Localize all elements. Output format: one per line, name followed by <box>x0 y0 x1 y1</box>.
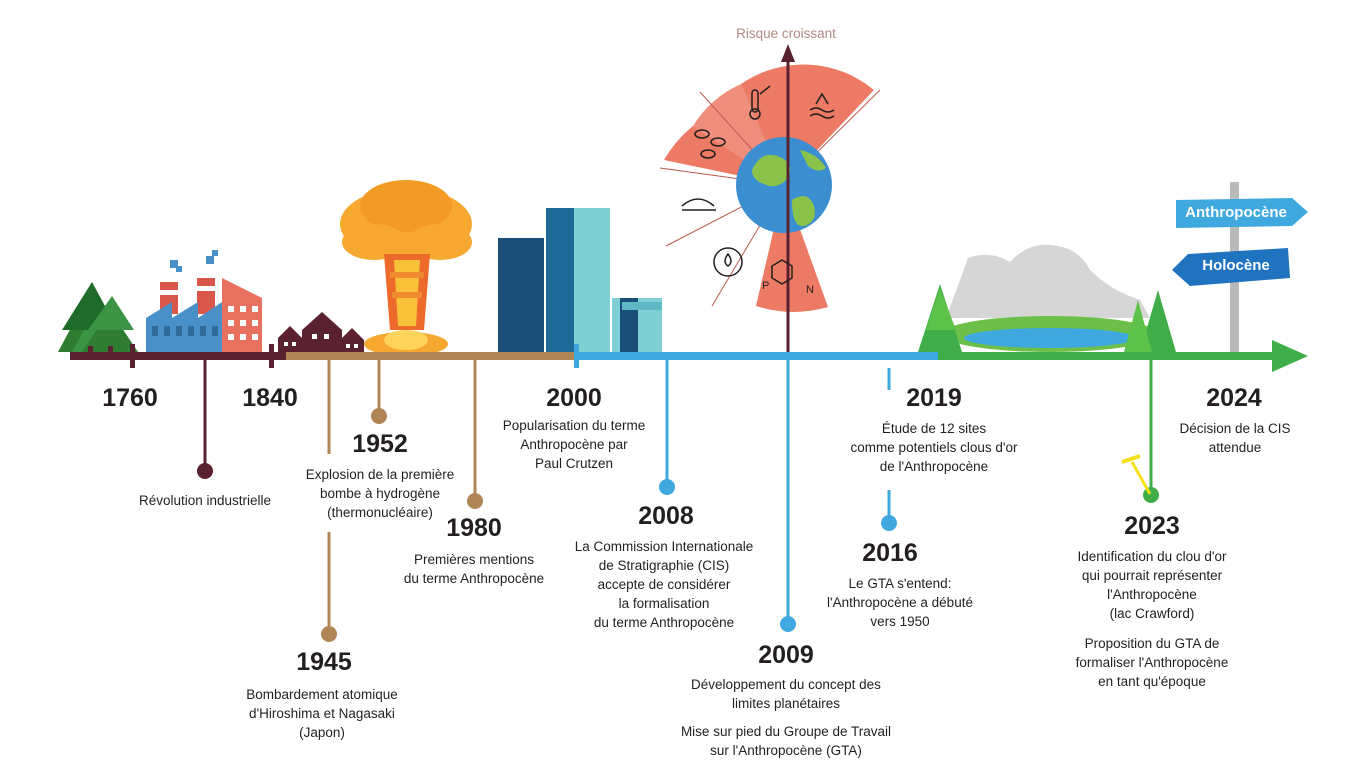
event-description: Révolution industrielle <box>138 493 272 508</box>
mushroom-cloud-icon <box>340 180 472 356</box>
golden-spike-icon <box>1121 454 1152 495</box>
ocean-acidification-icon <box>809 92 835 119</box>
land-use-icon <box>681 198 716 211</box>
lake-landscape-icon <box>918 244 1176 352</box>
event-year: 2000 <box>546 384 602 412</box>
thermometer-icon <box>749 85 771 120</box>
sign-anthropocene: Anthropocène <box>1185 204 1287 221</box>
event-description: Bombardement atomique d'Hiroshima et Nag… <box>246 687 398 740</box>
sign-holocene: Holocène <box>1202 257 1270 274</box>
chemical-molecule-icon <box>771 259 793 285</box>
event-year: 2009 <box>758 641 814 669</box>
event-description: Le GTA s'entend: l'Anthropocène a débuté… <box>827 576 973 629</box>
biodiversity-icon <box>694 129 726 159</box>
forest-icon <box>58 282 138 354</box>
boundary-label-p: P <box>762 280 770 292</box>
event-description: Étude de 12 sites comme potentiels clous… <box>850 421 1018 474</box>
event-description: Proposition du GTA de formaliser l'Anthr… <box>1075 636 1229 689</box>
timeline-axis <box>70 340 1308 372</box>
event-year: 2024 <box>1206 384 1262 412</box>
event-description: Premières mentions du terme Anthropocène <box>403 552 545 586</box>
boundary-label-n: N <box>806 284 814 296</box>
event-year: 2019 <box>906 384 962 412</box>
event-year: 2023 <box>1124 512 1180 540</box>
freshwater-cycle-icon <box>713 247 743 277</box>
event-description: Mise sur pied du Groupe de Travail sur l… <box>680 724 892 758</box>
risk-label: Risque croissant <box>736 26 836 41</box>
houses-icon <box>278 312 364 354</box>
event-year: 2016 <box>862 539 918 567</box>
event-year: 1980 <box>446 514 502 542</box>
factory-icon <box>146 250 262 352</box>
event-year: 1952 <box>352 430 408 458</box>
planetary-boundaries-icon <box>659 44 881 360</box>
event-markers <box>197 360 1159 642</box>
event-year: 1945 <box>296 648 352 676</box>
event-description: Popularisation du terme Anthropocène par… <box>502 418 646 471</box>
event-year: 1840 <box>242 384 298 412</box>
event-year: 2008 <box>638 502 694 530</box>
event-description: Décision de la CIS attendue <box>1179 421 1291 455</box>
event-description: Développement du concept des limites pla… <box>691 677 881 711</box>
event-year: 1760 <box>102 384 158 412</box>
event-description: La Commission Internationale de Stratigr… <box>574 539 754 630</box>
city-buildings-icon <box>498 208 662 356</box>
signpost-icon <box>1172 182 1308 358</box>
event-description: Explosion de la première bombe à hydrogè… <box>305 467 455 520</box>
event-description: Identification du clou d'or qui pourrait… <box>1077 549 1227 621</box>
